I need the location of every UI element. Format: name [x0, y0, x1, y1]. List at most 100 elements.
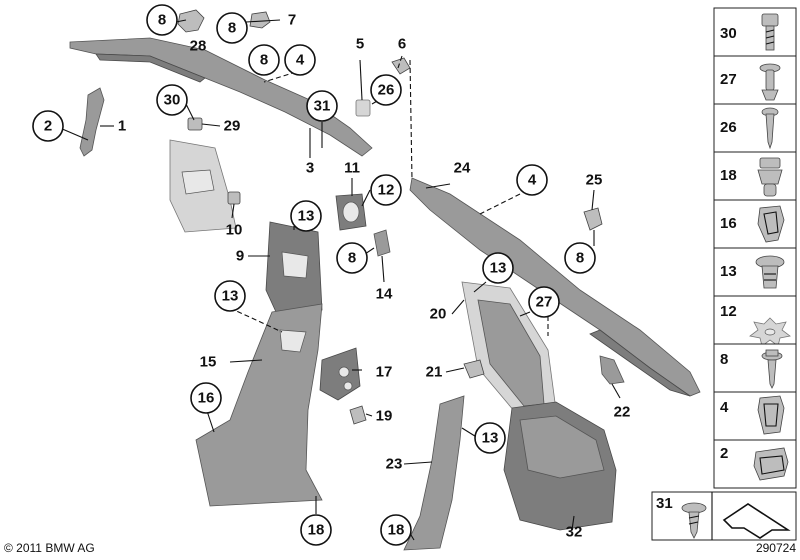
a-pillar-trim-part[interactable] [79, 87, 105, 157]
svg-text:31: 31 [656, 495, 673, 512]
callout-28[interactable]: 28 [190, 38, 207, 55]
callout-4-roof[interactable]: 4 [284, 44, 316, 76]
callout-8-grommet[interactable]: 8 [336, 242, 368, 274]
fastener-index: 30 27 26 [651, 7, 797, 541]
fastener-item-31[interactable]: 31 [651, 491, 797, 541]
callout-14[interactable]: 14 [376, 286, 393, 303]
svg-text:13: 13 [222, 288, 239, 305]
clip-6-part[interactable] [391, 57, 411, 75]
svg-text:12: 12 [378, 182, 395, 199]
callout-1[interactable]: 1 [118, 118, 126, 135]
callout-18-right[interactable]: 18 [380, 514, 412, 546]
callout-19[interactable]: 19 [376, 408, 393, 425]
bolt-icon [761, 13, 779, 51]
callout-2[interactable]: 2 [32, 110, 64, 142]
lower-trim-23-part[interactable] [403, 395, 465, 551]
callout-12[interactable]: 12 [370, 174, 402, 206]
callout-3[interactable]: 3 [306, 160, 314, 177]
callout-13-c-pillar[interactable]: 13 [482, 252, 514, 284]
roof-trim-right-part[interactable] [409, 177, 701, 397]
fastener-item-27[interactable]: 27 [713, 55, 797, 105]
flange-screw-icon [761, 349, 783, 389]
fastener-item-18[interactable]: 18 [713, 151, 797, 201]
clip-22-part[interactable] [599, 355, 625, 385]
svg-text:4: 4 [720, 399, 729, 416]
svg-text:16: 16 [198, 390, 215, 407]
callout-5[interactable]: 5 [356, 36, 364, 53]
callout-22[interactable]: 22 [614, 404, 631, 421]
callout-13-lower[interactable]: 13 [214, 280, 246, 312]
callout-26[interactable]: 26 [370, 74, 402, 106]
callout-17[interactable]: 17 [376, 364, 393, 381]
fastener-item-12[interactable]: 12 [713, 295, 797, 347]
callout-30[interactable]: 30 [156, 84, 188, 116]
callout-31[interactable]: 31 [306, 90, 338, 122]
seatbelt-slot [279, 329, 307, 353]
copyright-text: © 2011 BMW AG [4, 541, 95, 555]
clip-28-part[interactable] [177, 9, 205, 33]
cover-hole-b [343, 381, 353, 391]
callout-25[interactable]: 25 [586, 172, 603, 189]
b-pillar-main-trim-part[interactable] [195, 303, 323, 507]
svg-text:27: 27 [720, 71, 737, 88]
svg-text:8: 8 [348, 250, 356, 267]
wheel-arch-face [519, 415, 605, 479]
svg-text:18: 18 [720, 167, 737, 184]
callout-20[interactable]: 20 [430, 306, 447, 323]
svg-text:13: 13 [482, 430, 499, 447]
cover-5-part[interactable] [355, 99, 371, 117]
callout-15[interactable]: 15 [200, 354, 217, 371]
callout-9[interactable]: 9 [236, 248, 244, 265]
callout-8-roof[interactable]: 8 [248, 44, 280, 76]
svg-text:12: 12 [720, 303, 737, 320]
fastener-item-4[interactable]: 4 [713, 391, 797, 441]
svg-text:8: 8 [576, 250, 584, 267]
svg-text:13: 13 [298, 208, 315, 225]
callout-6[interactable]: 6 [398, 36, 406, 53]
callout-8-clip[interactable]: 8 [216, 12, 248, 44]
svg-text:30: 30 [164, 92, 181, 109]
callout-23[interactable]: 23 [386, 456, 403, 473]
callout-29[interactable]: 29 [224, 118, 241, 135]
callout-4-right[interactable]: 4 [516, 164, 548, 196]
fastener-item-26[interactable]: 26 [713, 103, 797, 153]
fastener-item-16[interactable]: 16 [713, 199, 797, 249]
callout-27[interactable]: 27 [528, 286, 560, 318]
callout-10[interactable]: 10 [226, 222, 243, 239]
svg-text:13: 13 [490, 260, 507, 277]
clip-7-part[interactable] [249, 11, 271, 29]
callout-21[interactable]: 21 [426, 364, 443, 381]
svg-text:31: 31 [314, 98, 331, 115]
callout-18-left[interactable]: 18 [300, 514, 332, 546]
clip-10-part[interactable] [227, 191, 241, 205]
svg-text:4: 4 [296, 52, 305, 69]
fastener-item-2[interactable]: 2 [713, 439, 797, 489]
callout-8-right[interactable]: 8 [564, 242, 596, 274]
clip-14-part[interactable] [373, 229, 391, 257]
fastener-item-8[interactable]: 8 [713, 343, 797, 393]
trim-cutout [181, 169, 215, 195]
svg-text:16: 16 [720, 215, 737, 232]
callout-11[interactable]: 11 [344, 160, 360, 177]
callout-13-b-pillar[interactable]: 13 [290, 200, 322, 232]
callout-16[interactable]: 16 [190, 382, 222, 414]
diagram-id: 290724 [756, 541, 796, 555]
fastener-item-13[interactable]: 13 [713, 247, 797, 297]
svg-text:8: 8 [228, 20, 236, 37]
callout-32[interactable]: 32 [566, 524, 583, 541]
expansion-rivet-icon [757, 157, 783, 197]
clip-25-part[interactable] [583, 207, 603, 231]
callout-8-top[interactable]: 8 [146, 4, 178, 36]
svg-text:18: 18 [388, 522, 405, 539]
callout-24[interactable]: 24 [454, 160, 471, 177]
clip-29-part[interactable] [187, 117, 203, 131]
clip-19-part[interactable] [349, 405, 367, 425]
callout-13-bottom[interactable]: 13 [474, 422, 506, 454]
torx-screw-icon [681, 502, 707, 539]
svg-text:30: 30 [720, 25, 737, 42]
svg-text:4: 4 [528, 172, 537, 189]
fastener-item-30[interactable]: 30 [713, 7, 797, 57]
clip-21-part[interactable] [463, 359, 485, 379]
callout-7[interactable]: 7 [288, 12, 296, 29]
push-clip-icon [755, 255, 785, 289]
